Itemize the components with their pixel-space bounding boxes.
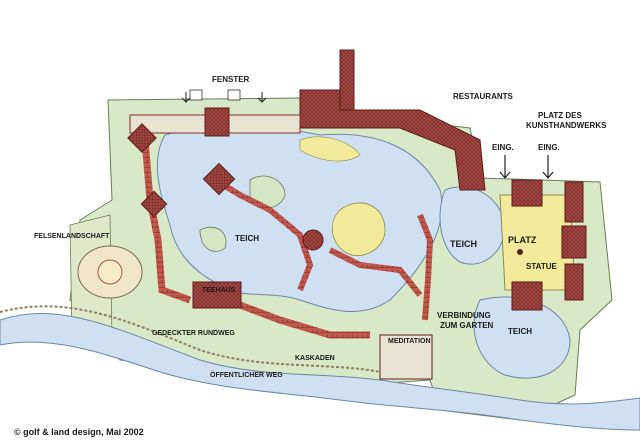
platz-building-sw bbox=[511, 281, 543, 311]
copyright-credit: © golf & land design, Mai 2002 bbox=[14, 427, 144, 437]
pavilion-n bbox=[202, 162, 236, 196]
label-verbindung: VERBINDUNG bbox=[437, 311, 491, 320]
label-kaskaden: KASKADEN bbox=[295, 355, 335, 362]
platz-building-se bbox=[564, 263, 584, 301]
meditation-building bbox=[379, 334, 433, 380]
walkway-east bbox=[417, 213, 434, 321]
walkway-bridge-right bbox=[328, 247, 423, 297]
walkway-west bbox=[141, 139, 192, 304]
public-way bbox=[0, 305, 381, 373]
platz-building-e bbox=[561, 225, 587, 259]
label-teehaus: TEEHAUS bbox=[202, 287, 236, 294]
teehaus-building bbox=[192, 281, 242, 309]
walkway-zigzag bbox=[213, 177, 314, 292]
label-kunsthandwerks: KUNSTHANDWERKS bbox=[526, 121, 607, 130]
entrance-arrow-right bbox=[542, 155, 554, 179]
label-zum-garten: ZUM GARTEN bbox=[440, 321, 494, 330]
label-oeffentlicher-weg: ÖFFENTLICHER WEG bbox=[210, 372, 283, 379]
gallery-pavilion bbox=[204, 107, 230, 137]
platz-building-ne bbox=[564, 181, 584, 223]
label-platz-des: PLATZ DES bbox=[538, 111, 582, 120]
label-restaurants: RESTAURANTS bbox=[453, 92, 513, 101]
statue-marker bbox=[517, 249, 523, 255]
entrance-arrow-left bbox=[499, 155, 511, 179]
label-eing-left: EING. bbox=[492, 143, 514, 152]
label-eing-right: EING. bbox=[538, 143, 560, 152]
label-platz: PLATZ bbox=[508, 235, 537, 245]
pond-island-green-2 bbox=[199, 226, 227, 252]
label-fenster: FENSTER bbox=[212, 75, 250, 84]
pond-island-yellow bbox=[331, 202, 386, 256]
label-teich-main: TEICH bbox=[235, 234, 259, 243]
pavilion-nw bbox=[127, 123, 157, 153]
label-teich-bottom: TEICH bbox=[508, 327, 532, 336]
pavilion-round bbox=[302, 229, 324, 251]
restaurant-tower bbox=[339, 49, 355, 111]
label-teich-right: TEICH bbox=[450, 239, 477, 249]
walkway-south bbox=[238, 301, 370, 339]
platz-building-nw bbox=[511, 179, 543, 207]
river bbox=[0, 313, 640, 431]
label-meditation: MEDITATION bbox=[388, 338, 431, 345]
right-pond bbox=[439, 186, 506, 265]
label-gedeckter-rundweg: GEDECKTER RUNDWEG bbox=[152, 330, 235, 337]
pavilion-w bbox=[140, 190, 168, 218]
label-felsenlandschaft: FELSENLANDSCHAFT bbox=[34, 233, 110, 240]
yellow-patch-top bbox=[299, 136, 361, 162]
label-statue: STATUE bbox=[526, 262, 557, 271]
